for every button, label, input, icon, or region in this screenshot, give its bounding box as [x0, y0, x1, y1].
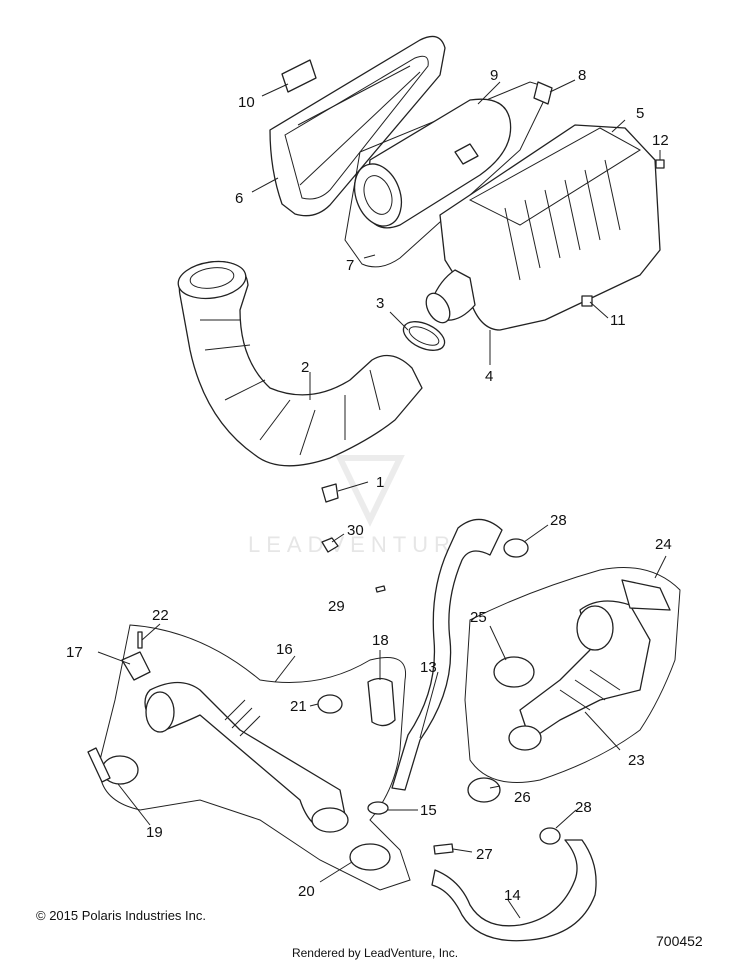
air-filter [353, 98, 512, 229]
callout-13: 13 [420, 659, 437, 676]
screw-11 [581, 295, 593, 307]
callout-17: 17 [66, 644, 83, 661]
callout-21: 21 [290, 698, 307, 715]
callout-24: 24 [655, 536, 672, 553]
clamp-26 [467, 777, 501, 803]
group-outline-23 [464, 567, 681, 783]
clamp-20 [349, 843, 391, 871]
sensor-17 [121, 651, 151, 681]
clamp-21 [317, 694, 343, 714]
callout-29: 29 [328, 598, 345, 615]
callout-23: 23 [628, 752, 645, 769]
callout-8: 8 [578, 67, 586, 84]
callout-10: 10 [238, 94, 255, 111]
watermark-logo [335, 455, 405, 527]
callout-labels: 1 2 3 4 5 6 7 8 9 10 11 12 13 14 15 16 1… [66, 67, 672, 904]
tube-23-lower-end [508, 725, 542, 751]
callout-6: 6 [235, 190, 243, 207]
clamp-28-upper [503, 538, 529, 558]
callout-28-lower: 28 [575, 799, 592, 816]
screw-12 [655, 159, 665, 169]
clamp-28-lower [539, 827, 561, 845]
rendered-by-credit: Rendered by LeadVenture, Inc. [291, 946, 459, 960]
callout-28-upper: 28 [550, 512, 567, 529]
callout-15: 15 [420, 802, 437, 819]
callout-1: 1 [376, 474, 384, 491]
latch [533, 81, 553, 105]
callout-2: 2 [301, 359, 309, 376]
clamp-screw-19 [87, 747, 111, 783]
callout-30: 30 [347, 522, 364, 539]
clip-30 [321, 537, 339, 553]
callout-9: 9 [490, 67, 498, 84]
watermark-text: LEADVENTURE [248, 532, 477, 557]
tube-23-end [576, 605, 614, 651]
callout-18: 18 [372, 632, 389, 649]
callout-19: 19 [146, 824, 163, 841]
clamp-25 [493, 656, 535, 688]
clamp-15 [367, 801, 389, 815]
callout-25: 25 [470, 609, 487, 626]
callout-26: 26 [514, 789, 531, 806]
valve-18 [367, 677, 396, 727]
callout-16: 16 [276, 641, 293, 658]
tube-end-lower [311, 807, 349, 833]
callout-22: 22 [152, 607, 169, 624]
hose-14 [431, 839, 597, 942]
callout-11: 11 [610, 312, 626, 329]
airbox-base [425, 124, 661, 331]
callout-20: 20 [298, 883, 315, 900]
airbox-cover [269, 35, 446, 217]
warning-label [281, 59, 317, 93]
diagram-number: 700452 [656, 933, 703, 949]
intake-duct [177, 260, 423, 467]
copyright-notice: © 2015 Polaris Industries Inc. [36, 908, 206, 923]
callout-12: 12 [652, 132, 669, 149]
callout-7: 7 [346, 257, 354, 274]
callout-27: 27 [476, 846, 493, 863]
sensor-24 [621, 579, 671, 611]
callout-14: 14 [504, 887, 521, 904]
callout-4: 4 [485, 368, 493, 385]
leader-lines [97, 79, 667, 919]
tube-end [145, 691, 175, 733]
grommet-1 [321, 483, 339, 503]
hose-13 [391, 518, 503, 791]
plug-29 [375, 585, 386, 593]
screw-22 [137, 631, 143, 649]
plug-27 [433, 843, 454, 855]
callout-3: 3 [376, 295, 384, 312]
callout-5: 5 [636, 105, 644, 122]
